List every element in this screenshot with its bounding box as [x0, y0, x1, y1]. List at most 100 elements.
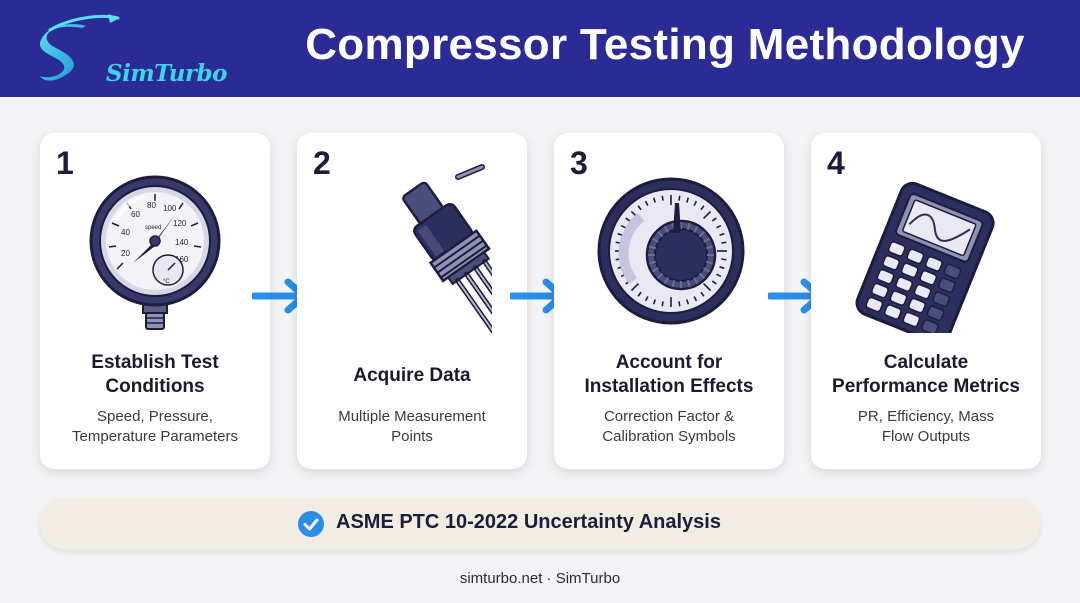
dial-tick — [716, 224, 722, 229]
calculator-key — [943, 263, 962, 280]
dial-tick — [685, 197, 690, 203]
knob-grip-line — [651, 267, 659, 273]
dial-tick — [711, 217, 717, 222]
knob-grip-line — [656, 272, 664, 280]
dial-tick — [620, 224, 626, 229]
dial-tick — [721, 241, 727, 244]
gauge-tick-label: 100 — [163, 204, 177, 213]
banner-text: ASME PTC 10-2022 Uncertainty Analysis — [336, 511, 721, 533]
dial-tick — [661, 301, 664, 307]
knob-grip-line — [648, 260, 657, 265]
calculator-key — [906, 248, 925, 265]
dial-tick — [644, 200, 649, 206]
dial-tick — [652, 197, 657, 203]
dial-tick — [685, 299, 690, 305]
calculator-key — [921, 319, 939, 333]
knob-grip-line — [686, 222, 691, 231]
calculator-key — [876, 268, 895, 285]
step-card-1: 1 20 40 60 80 100 120 140 160 speed °C — [40, 133, 270, 469]
step-description: Multiple Measurement Points — [338, 408, 486, 445]
calculator-key — [871, 282, 889, 299]
step-card-2: 2 Acquire D — [297, 133, 527, 469]
step-description: PR, Efficiency, Mass Flow Outputs — [857, 408, 995, 445]
calculator-key — [889, 290, 908, 306]
page-title: Compressor Testing Methodology — [305, 20, 1025, 69]
check-circle-icon — [298, 511, 324, 537]
simturbo-logo: SimTurbo — [30, 8, 230, 93]
calculator-key — [908, 297, 926, 314]
calculator-key — [919, 270, 938, 286]
dial-tick — [617, 232, 623, 237]
knob-grip-line — [698, 230, 706, 238]
calculator-key — [925, 256, 943, 272]
gauge-tick-label: 60 — [131, 210, 140, 219]
step-card-3: 3 Account for Installation Effects Corre… — [554, 133, 784, 469]
gauge-unit-label: °C — [163, 279, 170, 285]
knob-grip-line — [693, 277, 699, 285]
dial-tick — [652, 299, 657, 305]
step-title: Acquire Data — [353, 365, 471, 386]
dial-tick — [630, 282, 640, 292]
logo-swoosh-icon — [39, 14, 120, 81]
dial-tick — [719, 232, 725, 237]
dial-tick — [625, 217, 631, 222]
brand-name: SimTurbo — [106, 60, 227, 87]
knob-grip-line — [705, 245, 714, 250]
step-description: Correction Factor & Calibration Symbols — [602, 408, 736, 445]
dial-tick — [678, 195, 681, 201]
step-number: 3 — [570, 145, 588, 181]
gauge-speed-label: speed — [145, 225, 161, 231]
calculator-key — [932, 291, 951, 307]
gauge-tick-label: 120 — [173, 219, 187, 228]
knob-grip-line — [693, 225, 699, 233]
standard-banner: ASME PTC 10-2022 Uncertainty Analysis — [40, 498, 1040, 550]
knob-grip-line — [651, 237, 659, 243]
knob-grip-line — [663, 277, 669, 285]
step-number: 1 — [56, 145, 74, 181]
step-title: Calculate Performance Metrics — [832, 352, 1020, 397]
knob-grip-line — [703, 267, 711, 273]
knob-grip-line — [656, 230, 664, 238]
gauge-tick-label: 80 — [147, 201, 156, 210]
calculator-key — [887, 241, 906, 257]
dial-tick — [716, 273, 722, 278]
dial-tick — [700, 205, 705, 211]
knob-grip-line — [663, 225, 669, 233]
calculator-key — [902, 311, 921, 328]
knob-grip-line — [648, 245, 657, 250]
step-number: 2 — [313, 145, 331, 181]
step-title: Establish Test Conditions — [91, 352, 219, 397]
calculator-key — [913, 283, 932, 300]
step-title: Account for Installation Effects — [584, 352, 754, 397]
footer-text: simturbo.net · SimTurbo — [459, 570, 621, 587]
sensor-probe-icon — [402, 164, 492, 333]
calculator-key — [865, 296, 884, 313]
dial-tick — [637, 291, 642, 297]
knob-grip-line — [705, 260, 714, 265]
gauge-tick-label: 140 — [175, 238, 189, 247]
dial-tick — [711, 280, 717, 285]
calculator-key — [882, 255, 901, 271]
dial-tick — [644, 296, 649, 302]
step-number: 4 — [827, 145, 845, 181]
calculator-key — [895, 276, 913, 292]
calculator-key — [900, 262, 919, 279]
knob-grip-line — [698, 272, 706, 280]
gauge-tick-label: 160 — [175, 255, 189, 264]
dial-tick — [719, 265, 725, 270]
dial-tick — [637, 205, 642, 211]
knob-grip-line — [671, 279, 676, 288]
step-card-4: 4 Calculate Performance Metrics PR, Effi… — [811, 133, 1041, 469]
dial-tick — [678, 301, 681, 307]
step-description: Speed, Pressure, Temperature Parameters — [72, 408, 238, 445]
dial-tick — [702, 282, 712, 292]
dial-tick — [661, 195, 664, 201]
dial-tick — [693, 200, 698, 206]
dial-tick — [702, 210, 712, 220]
calibration-dial-icon — [597, 177, 745, 325]
calculator-key — [937, 277, 956, 294]
dial-tick — [721, 258, 727, 261]
gauge-tick-label: 40 — [121, 228, 130, 237]
calculator-key — [883, 304, 902, 320]
dial-tick — [700, 291, 705, 297]
